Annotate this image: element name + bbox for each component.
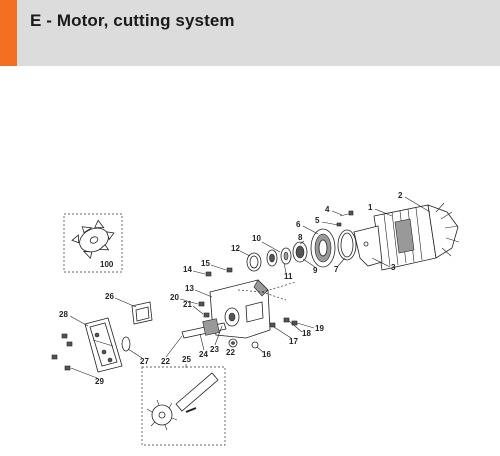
callout-29: 29 xyxy=(95,377,104,386)
callout-18: 18 xyxy=(302,329,311,338)
callout-25: 25 xyxy=(182,355,191,364)
callout-1: 1 xyxy=(368,203,373,212)
callout-26: 26 xyxy=(105,292,114,301)
housing-ring xyxy=(310,228,336,268)
callout-13: 13 xyxy=(185,284,194,293)
cover-plate xyxy=(131,301,153,325)
callout-2: 2 xyxy=(398,191,403,200)
callout-6: 6 xyxy=(296,220,301,229)
bearing-stack xyxy=(246,241,308,272)
callout-19: 19 xyxy=(315,324,324,333)
callout-100: 100 xyxy=(100,260,114,269)
callout-14: 14 xyxy=(183,265,192,274)
gear-housing xyxy=(209,279,297,339)
plate-screws xyxy=(51,333,73,371)
callout-8: 8 xyxy=(298,233,303,242)
callout-5: 5 xyxy=(315,216,320,225)
screw-14-15 xyxy=(205,267,233,277)
kit-box xyxy=(141,366,226,446)
callout-23: 23 xyxy=(210,345,219,354)
seal-27 xyxy=(121,336,131,352)
header-bar: E - Motor, cutting system xyxy=(0,0,500,66)
callout-27: 27 xyxy=(140,357,149,366)
callout-21: 21 xyxy=(183,300,192,309)
callout-7: 7 xyxy=(334,265,339,274)
callout-17: 17 xyxy=(289,337,298,346)
callout-9: 9 xyxy=(313,266,318,275)
callout-15: 15 xyxy=(201,259,210,268)
nut-16 xyxy=(251,341,259,349)
header-accent xyxy=(0,0,17,66)
motor-bracket xyxy=(353,225,383,267)
page-title: E - Motor, cutting system xyxy=(30,11,235,30)
callout-12: 12 xyxy=(231,244,240,253)
drive-shaft xyxy=(181,318,227,339)
callout-24: 24 xyxy=(199,350,208,359)
screw-21 xyxy=(198,301,205,307)
screw-4 xyxy=(339,210,354,217)
callout-20: 20 xyxy=(170,293,179,302)
motor-assembly xyxy=(373,202,460,271)
callout-22b: 22 xyxy=(226,348,235,357)
callout-11: 11 xyxy=(284,272,293,281)
screw-17 xyxy=(269,322,276,328)
callout-10: 10 xyxy=(252,234,261,243)
callout-4: 4 xyxy=(325,205,330,214)
base-plate xyxy=(84,317,123,373)
callout-28: 28 xyxy=(59,310,68,319)
inset-impeller-detail xyxy=(63,213,123,273)
callout-3: 3 xyxy=(391,263,396,272)
callout-22a: 22 xyxy=(161,357,170,366)
callout-16: 16 xyxy=(262,350,271,359)
